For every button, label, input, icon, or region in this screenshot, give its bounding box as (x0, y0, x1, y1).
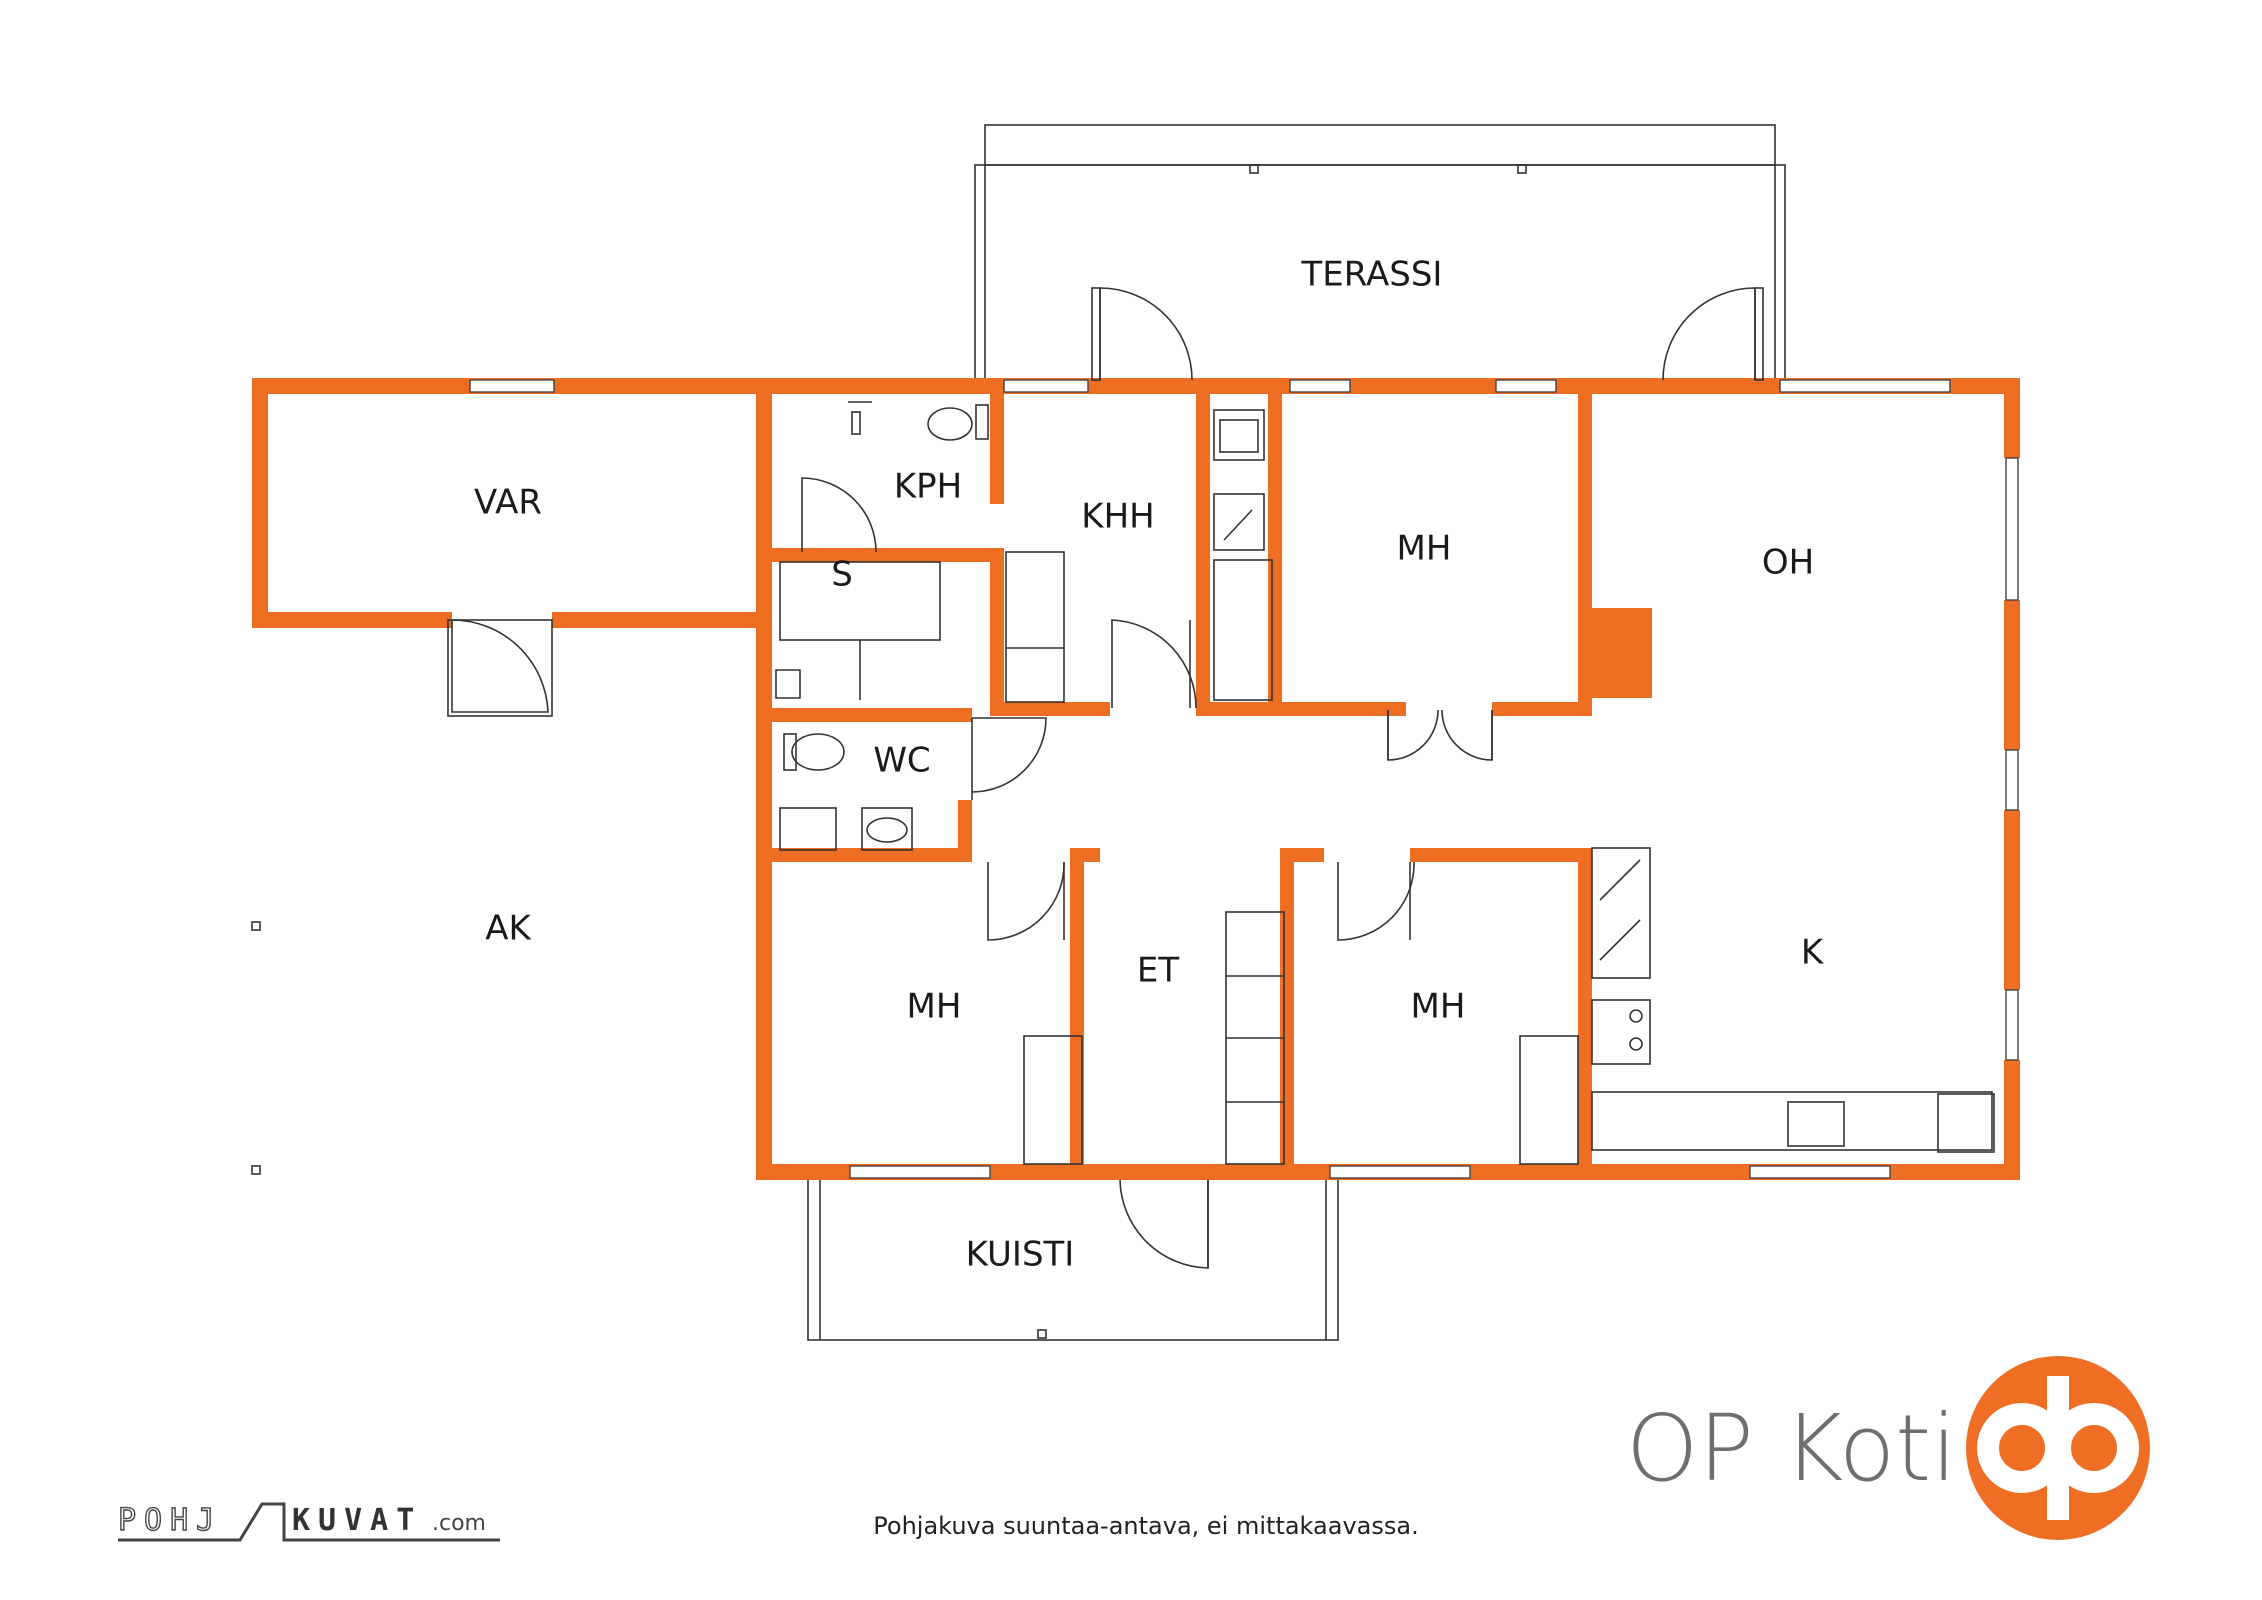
room-label-kuisti: KUISTI (966, 1235, 1075, 1275)
op-logo-icon (1966, 1356, 2150, 1540)
room-label-mh-left: MH (907, 987, 962, 1027)
room-label-mh-mid: MH (1411, 987, 1466, 1027)
pohjakuvat-logo: POHJ KUVAT .com (117, 1502, 500, 1542)
credit-suffix: .com (432, 1511, 486, 1536)
room-label-terassi: TERASSI (1301, 255, 1443, 295)
room-label-mh-top: MH (1397, 529, 1452, 569)
brand-name: OP Koti (1626, 1395, 1957, 1502)
room-label-s: S (831, 555, 853, 595)
room-label-wc: WC (873, 741, 930, 781)
room-label-k: K (1801, 933, 1825, 973)
doors (447, 287, 1764, 1269)
room-label-kph: KPH (894, 467, 962, 507)
carport-post (251, 921, 261, 931)
credit-pohj: POHJ (118, 1503, 222, 1538)
carport-post (251, 1165, 261, 1175)
room-label-var: VAR (474, 483, 542, 523)
terrace-outline (974, 124, 1786, 381)
fixtures (775, 401, 1995, 1165)
room-label-khh: KHH (1081, 497, 1154, 537)
room-label-oh: OH (1762, 543, 1814, 583)
windows (469, 379, 2019, 1179)
room-label-ak: AK (485, 909, 532, 949)
credit-kuvat: KUVAT (292, 1503, 422, 1538)
disclaimer-text: Pohjakuva suuntaa-antava, ei mittakaavas… (873, 1512, 1418, 1540)
room-label-et: ET (1137, 951, 1179, 991)
